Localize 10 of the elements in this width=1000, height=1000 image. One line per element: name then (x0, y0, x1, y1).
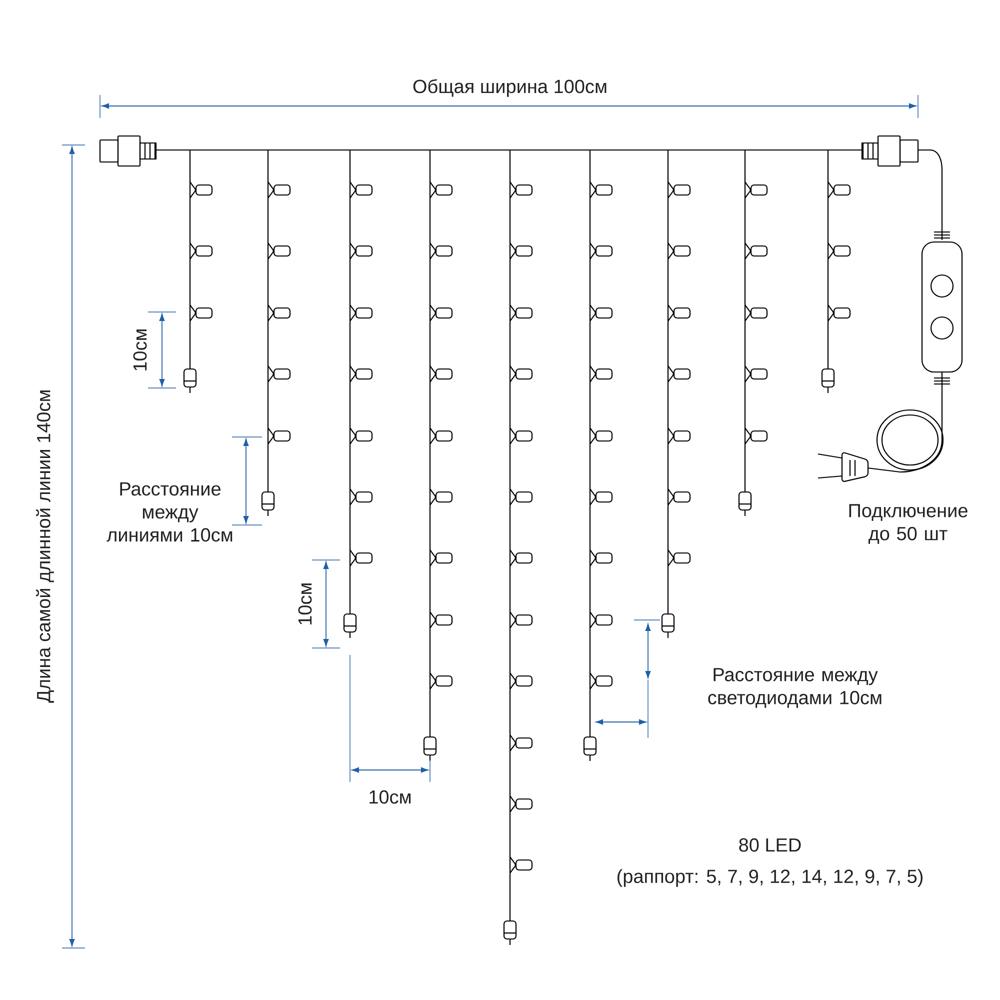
dimension-label: 10см (370, 790, 411, 804)
dimension-label: 10см (298, 583, 312, 624)
dimension-label: Подключение до 50 шт (849, 504, 968, 544)
dimension-label: Расстояние между светодиодами 10см (708, 668, 882, 708)
dimension-label: 80 LED (739, 838, 801, 852)
dimension-label: Расстояние между линиями 10см (106, 482, 232, 542)
dimension-label: Общая ширина 100см (413, 79, 606, 97)
dimension-label: Длина самой длинной линии 140см (36, 390, 54, 703)
dimension-label: (раппорт: 5, 7, 9, 12, 14, 12, 9, 7, 5) (618, 869, 922, 887)
dimension-label: 10см (133, 329, 147, 370)
